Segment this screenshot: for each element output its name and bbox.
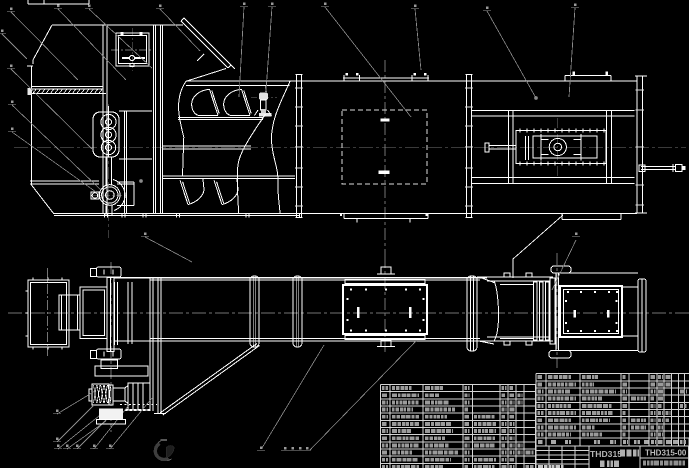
svg-text:THD315: THD315 [590, 449, 622, 459]
svg-text:THD315-00: THD315-00 [645, 449, 687, 458]
